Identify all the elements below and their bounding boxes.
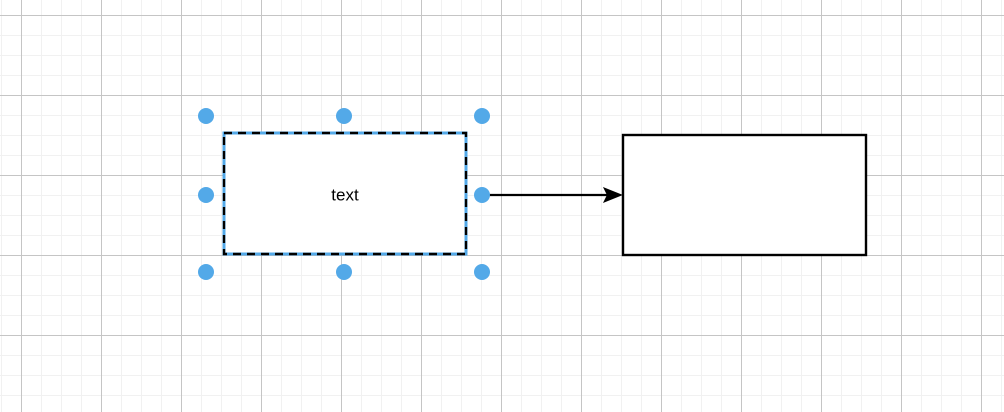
rectangle-selected-body[interactable] bbox=[224, 133, 466, 254]
handle-top-left[interactable] bbox=[198, 108, 214, 124]
handle-middle-left[interactable] bbox=[198, 187, 214, 203]
selection-handles[interactable] bbox=[198, 108, 490, 280]
handle-bottom-center[interactable] bbox=[336, 264, 352, 280]
handle-top-center[interactable] bbox=[336, 108, 352, 124]
rectangle-selected-label: text bbox=[331, 185, 359, 204]
handle-bottom-right[interactable] bbox=[474, 264, 490, 280]
handle-middle-right[interactable] bbox=[474, 187, 490, 203]
selection-outline-dashed bbox=[222, 131, 468, 256]
handle-top-right[interactable] bbox=[474, 108, 490, 124]
rectangle-plain-body[interactable] bbox=[621, 133, 868, 257]
connector-arrowhead-icon bbox=[602, 187, 623, 203]
connector-arrow[interactable] bbox=[482, 187, 623, 203]
shape-rectangle-selected[interactable]: text bbox=[222, 131, 468, 256]
shape-rectangle-plain[interactable] bbox=[621, 133, 868, 257]
handle-bottom-left[interactable] bbox=[198, 264, 214, 280]
